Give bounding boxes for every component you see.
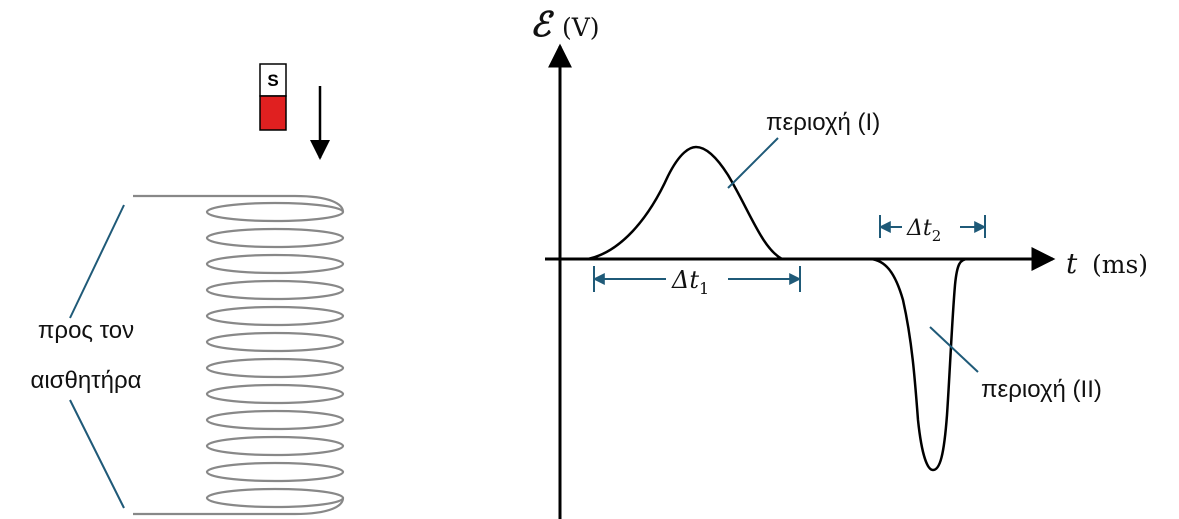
coil-turn: [205, 331, 345, 353]
region1-pointer: [727, 137, 779, 189]
coil-turn: [205, 409, 345, 431]
coil-turn: [205, 201, 345, 223]
coil-turn: [205, 305, 345, 327]
coil-turn: [205, 383, 345, 405]
x-axis-unit: (ms): [1092, 250, 1148, 279]
dt2-interval: [878, 215, 987, 238]
dt1-interval: [592, 266, 802, 292]
dt1-label: Δt1: [671, 266, 709, 298]
y-axis-symbol: ℰ: [530, 5, 555, 45]
magnet-pole-label: S: [267, 71, 278, 90]
coil: [133, 194, 345, 516]
sensor-caption-line1: προς τον: [38, 317, 134, 344]
sensor-lead-upper: [69, 204, 125, 319]
sensor-lead-lower: [69, 399, 125, 509]
coil-turn: [205, 461, 345, 483]
bar-magnet: S: [259, 63, 287, 131]
region1-label: περιοχή (I): [766, 109, 880, 136]
dt2-label: Δt2: [906, 216, 941, 245]
coil-turn: [205, 357, 345, 379]
y-axis-unit: (V): [562, 13, 600, 42]
coil-turn: [205, 435, 345, 457]
negative-pulse-curve: [869, 257, 1040, 472]
emf-graph: ℰ (V) t (ms) περιοχή (I) περιοχή (II) Δt…: [530, 5, 1148, 519]
region2-pointer: [929, 326, 979, 373]
sensor-caption-line2: αισθητήρα: [30, 367, 141, 394]
coil-turn: [205, 487, 345, 509]
magnet-north-body: [259, 95, 287, 131]
coil-top-bend: [294, 194, 345, 213]
coil-turn: [205, 253, 345, 275]
coil-turn: [205, 227, 345, 249]
coil-bottom-bend: [294, 497, 345, 516]
x-axis-symbol: t: [1066, 247, 1078, 280]
region2-label: περιοχή (II): [981, 376, 1102, 403]
positive-pulse-curve: [560, 145, 870, 261]
coil-turn: [205, 279, 345, 301]
